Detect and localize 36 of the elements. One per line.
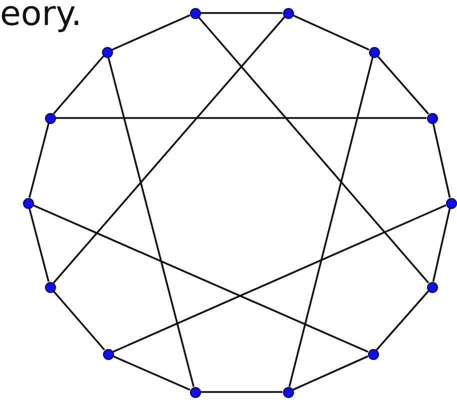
graph-edge: [288, 57, 374, 387]
graph-edge: [200, 12, 282, 14]
graph-edge: [52, 290, 106, 350]
graph-vertex: [426, 282, 438, 292]
graph-vertex: [102, 46, 112, 58]
graph-edge: [292, 355, 368, 391]
graph-edge: [28, 208, 50, 282]
graph-vertex: [44, 112, 56, 124]
graph-vertex: [282, 8, 294, 18]
graph-edge: [28, 123, 50, 198]
graph-edge: [56, 117, 426, 119]
graph-edge: [32, 204, 368, 353]
graph-vertex: [368, 46, 380, 58]
graph-edge: [52, 56, 104, 114]
graph-vertex: [22, 198, 34, 208]
graph-edge: [112, 204, 446, 353]
heading-fragment: eory.: [0, 0, 82, 34]
graph-edge: [200, 391, 282, 393]
graph-edge: [376, 290, 430, 350]
graph-edge: [112, 355, 190, 391]
graph-vertex: [368, 348, 378, 360]
graph-edge: [432, 208, 451, 282]
graph-edge: [292, 14, 370, 51]
graph-vertex: [282, 386, 294, 398]
graph-vertex: [190, 386, 200, 398]
graph-vertex: [44, 282, 56, 292]
graph-vertex: [102, 348, 114, 360]
graph-vertex: [446, 198, 456, 208]
graph-edge: [376, 56, 430, 114]
graph-vertex: [426, 112, 438, 124]
graph-edge: [198, 16, 430, 284]
graph-vertex: [190, 8, 200, 18]
graph-edge: [108, 57, 194, 387]
graph-edge: [112, 14, 190, 51]
graph-edge: [52, 16, 286, 284]
graph-edge: [432, 123, 451, 198]
